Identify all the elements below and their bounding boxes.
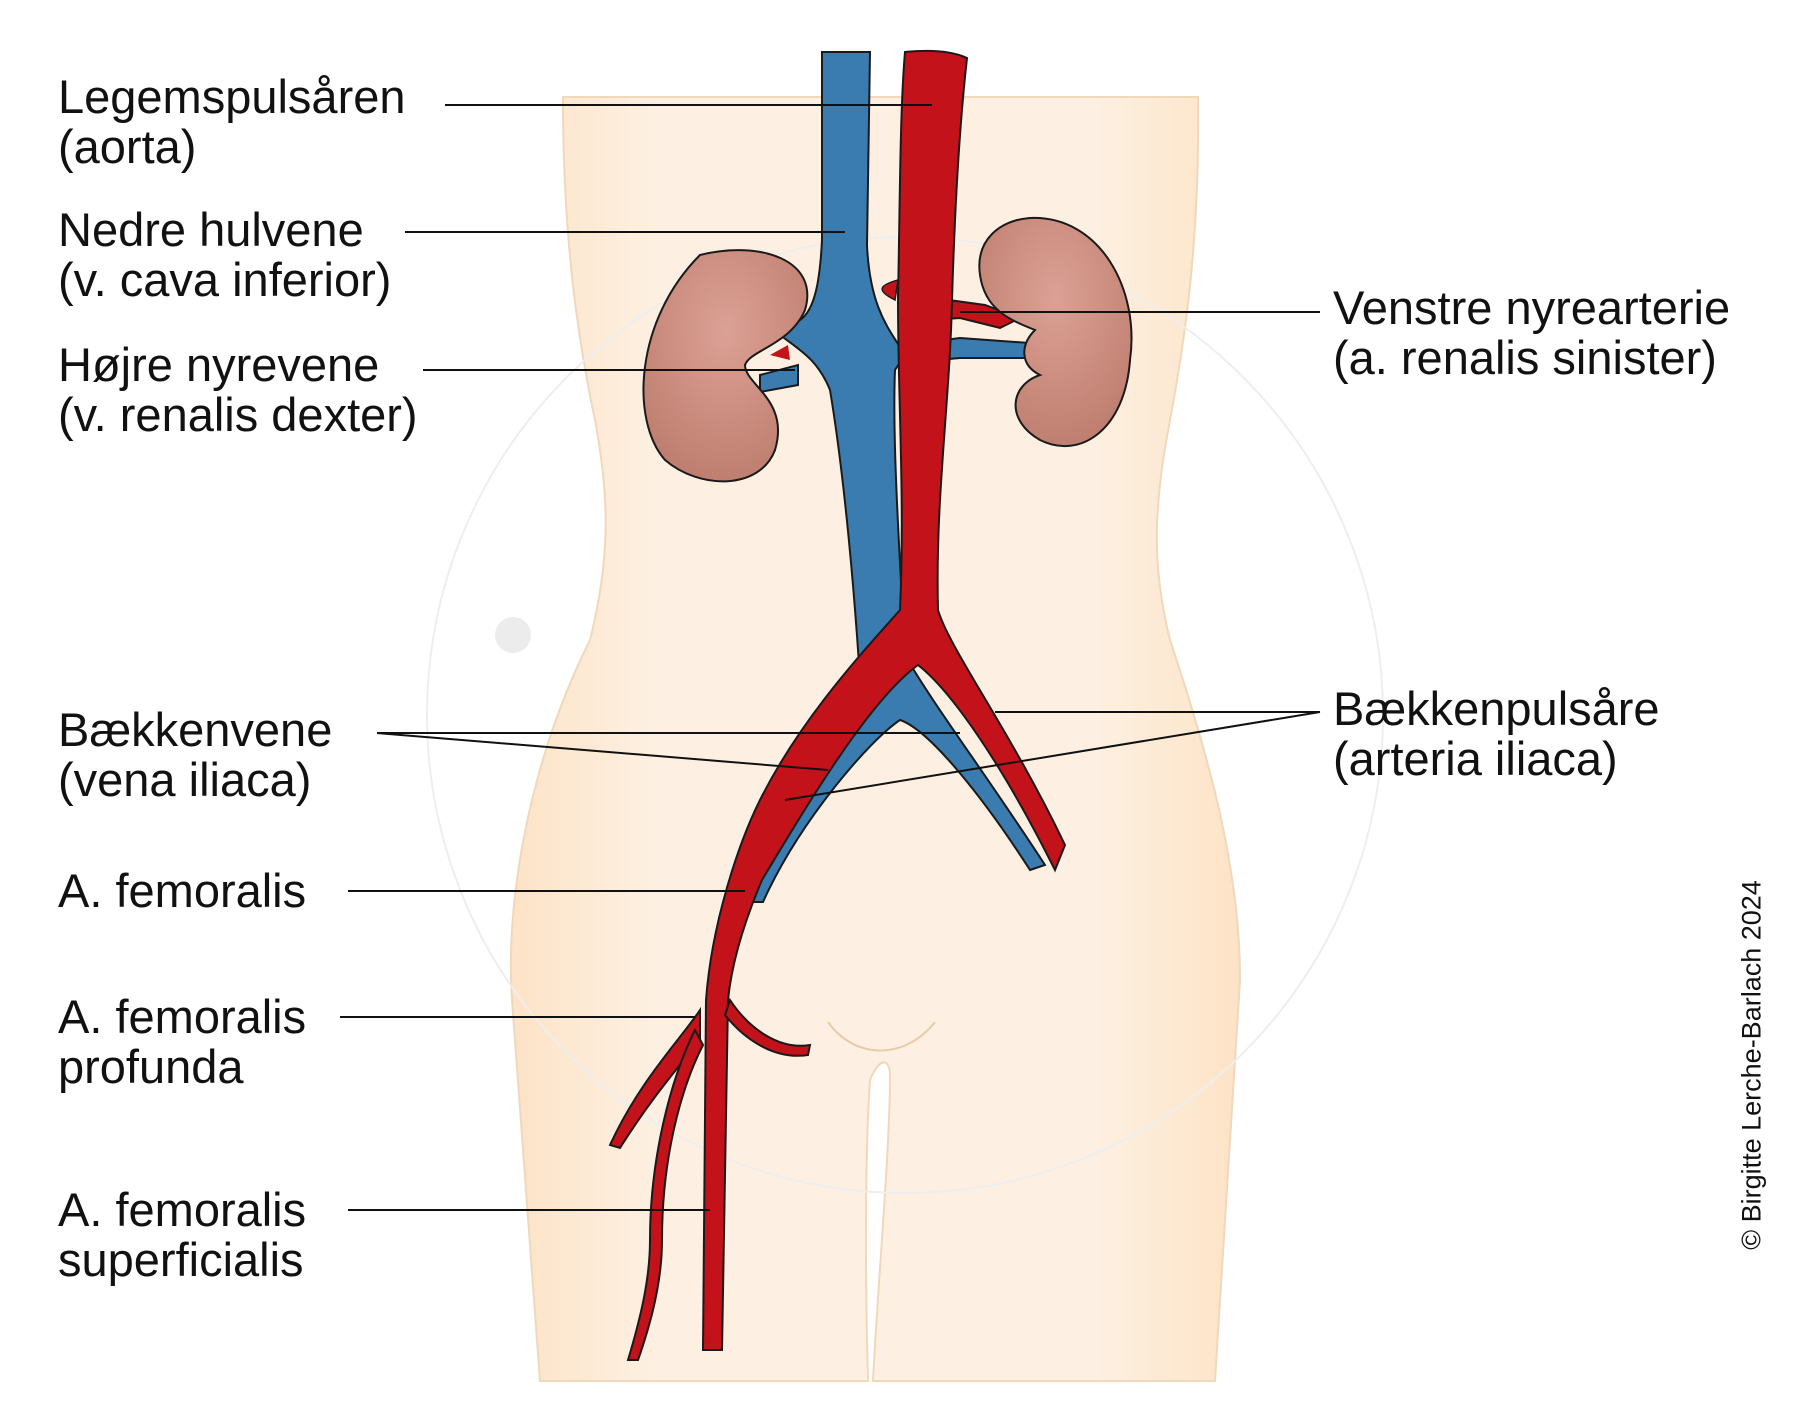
copyright-credit: © Birgitte Lerche-Barlach 2024 (1736, 880, 1767, 1250)
label-iliac-vein: Bækkenvene (vena iliaca) (58, 705, 332, 805)
vena-cava (748, 51, 1047, 903)
aortic-renal-trunk (881, 278, 899, 302)
aorta (701, 49, 1067, 1351)
label-iliac-artery: Bækkenpulsåre (arteria iliaca) (1333, 684, 1660, 784)
watermark-dot (495, 617, 531, 653)
label-iliac-vein-line2: (vena iliaca) (58, 753, 312, 806)
label-iliac-artery-line1: Bækkenpulsåre (1333, 682, 1660, 735)
renal-artery-right (770, 345, 790, 360)
label-aorta-line1: Legemspulsåren (58, 70, 406, 123)
label-renal-vein-line2: (v. renalis dexter) (58, 388, 418, 441)
label-superficialis-line1: A. femoralis (58, 1183, 307, 1236)
label-femoral-line1: A. femoralis (58, 864, 307, 917)
leader-iliac-artery-2 (784, 711, 1321, 801)
label-iliac-artery-line2: (arteria iliaca) (1333, 732, 1618, 785)
leader-iliac-vein-2 (376, 732, 829, 771)
label-superficialis-line2: superficialis (58, 1233, 304, 1286)
crotch-line (827, 1021, 936, 1052)
label-aorta: Legemspulsåren (aorta) (58, 72, 406, 172)
label-renal-artery-line2: (a. renalis sinister) (1333, 331, 1717, 384)
label-profunda-line2: profunda (58, 1040, 244, 1093)
kidney-right (642, 249, 809, 483)
label-iliac-vein-line1: Bækkenvene (58, 703, 333, 756)
femoral-deep-descending (626, 1027, 705, 1361)
renal-vein-right-branch (759, 363, 799, 394)
label-femoral-profunda: A. femoralis profunda (58, 992, 306, 1092)
label-femoral-superficialis: A. femoralis superficialis (58, 1185, 306, 1285)
label-renal-artery-line1: Venstre nyrearterie (1333, 281, 1731, 334)
label-vena-cava: Nedre hulvene (v. cava inferior) (58, 205, 391, 305)
leader-lines (340, 104, 1321, 1211)
label-aorta-line2: (aorta) (58, 120, 197, 173)
label-profunda-line1: A. femoralis (58, 990, 307, 1043)
label-vena-cava-line1: Nedre hulvene (58, 203, 364, 256)
label-vena-cava-line2: (v. cava inferior) (58, 253, 392, 306)
label-femoral: A. femoralis (58, 866, 306, 916)
label-renal-vein-right: Højre nyrevene (v. renalis dexter) (58, 340, 418, 440)
label-renal-vein-line1: Højre nyrevene (58, 338, 380, 391)
label-renal-artery-left: Venstre nyrearterie (a. renalis sinister… (1333, 283, 1730, 383)
femoral-lateral-branch (723, 997, 812, 1057)
